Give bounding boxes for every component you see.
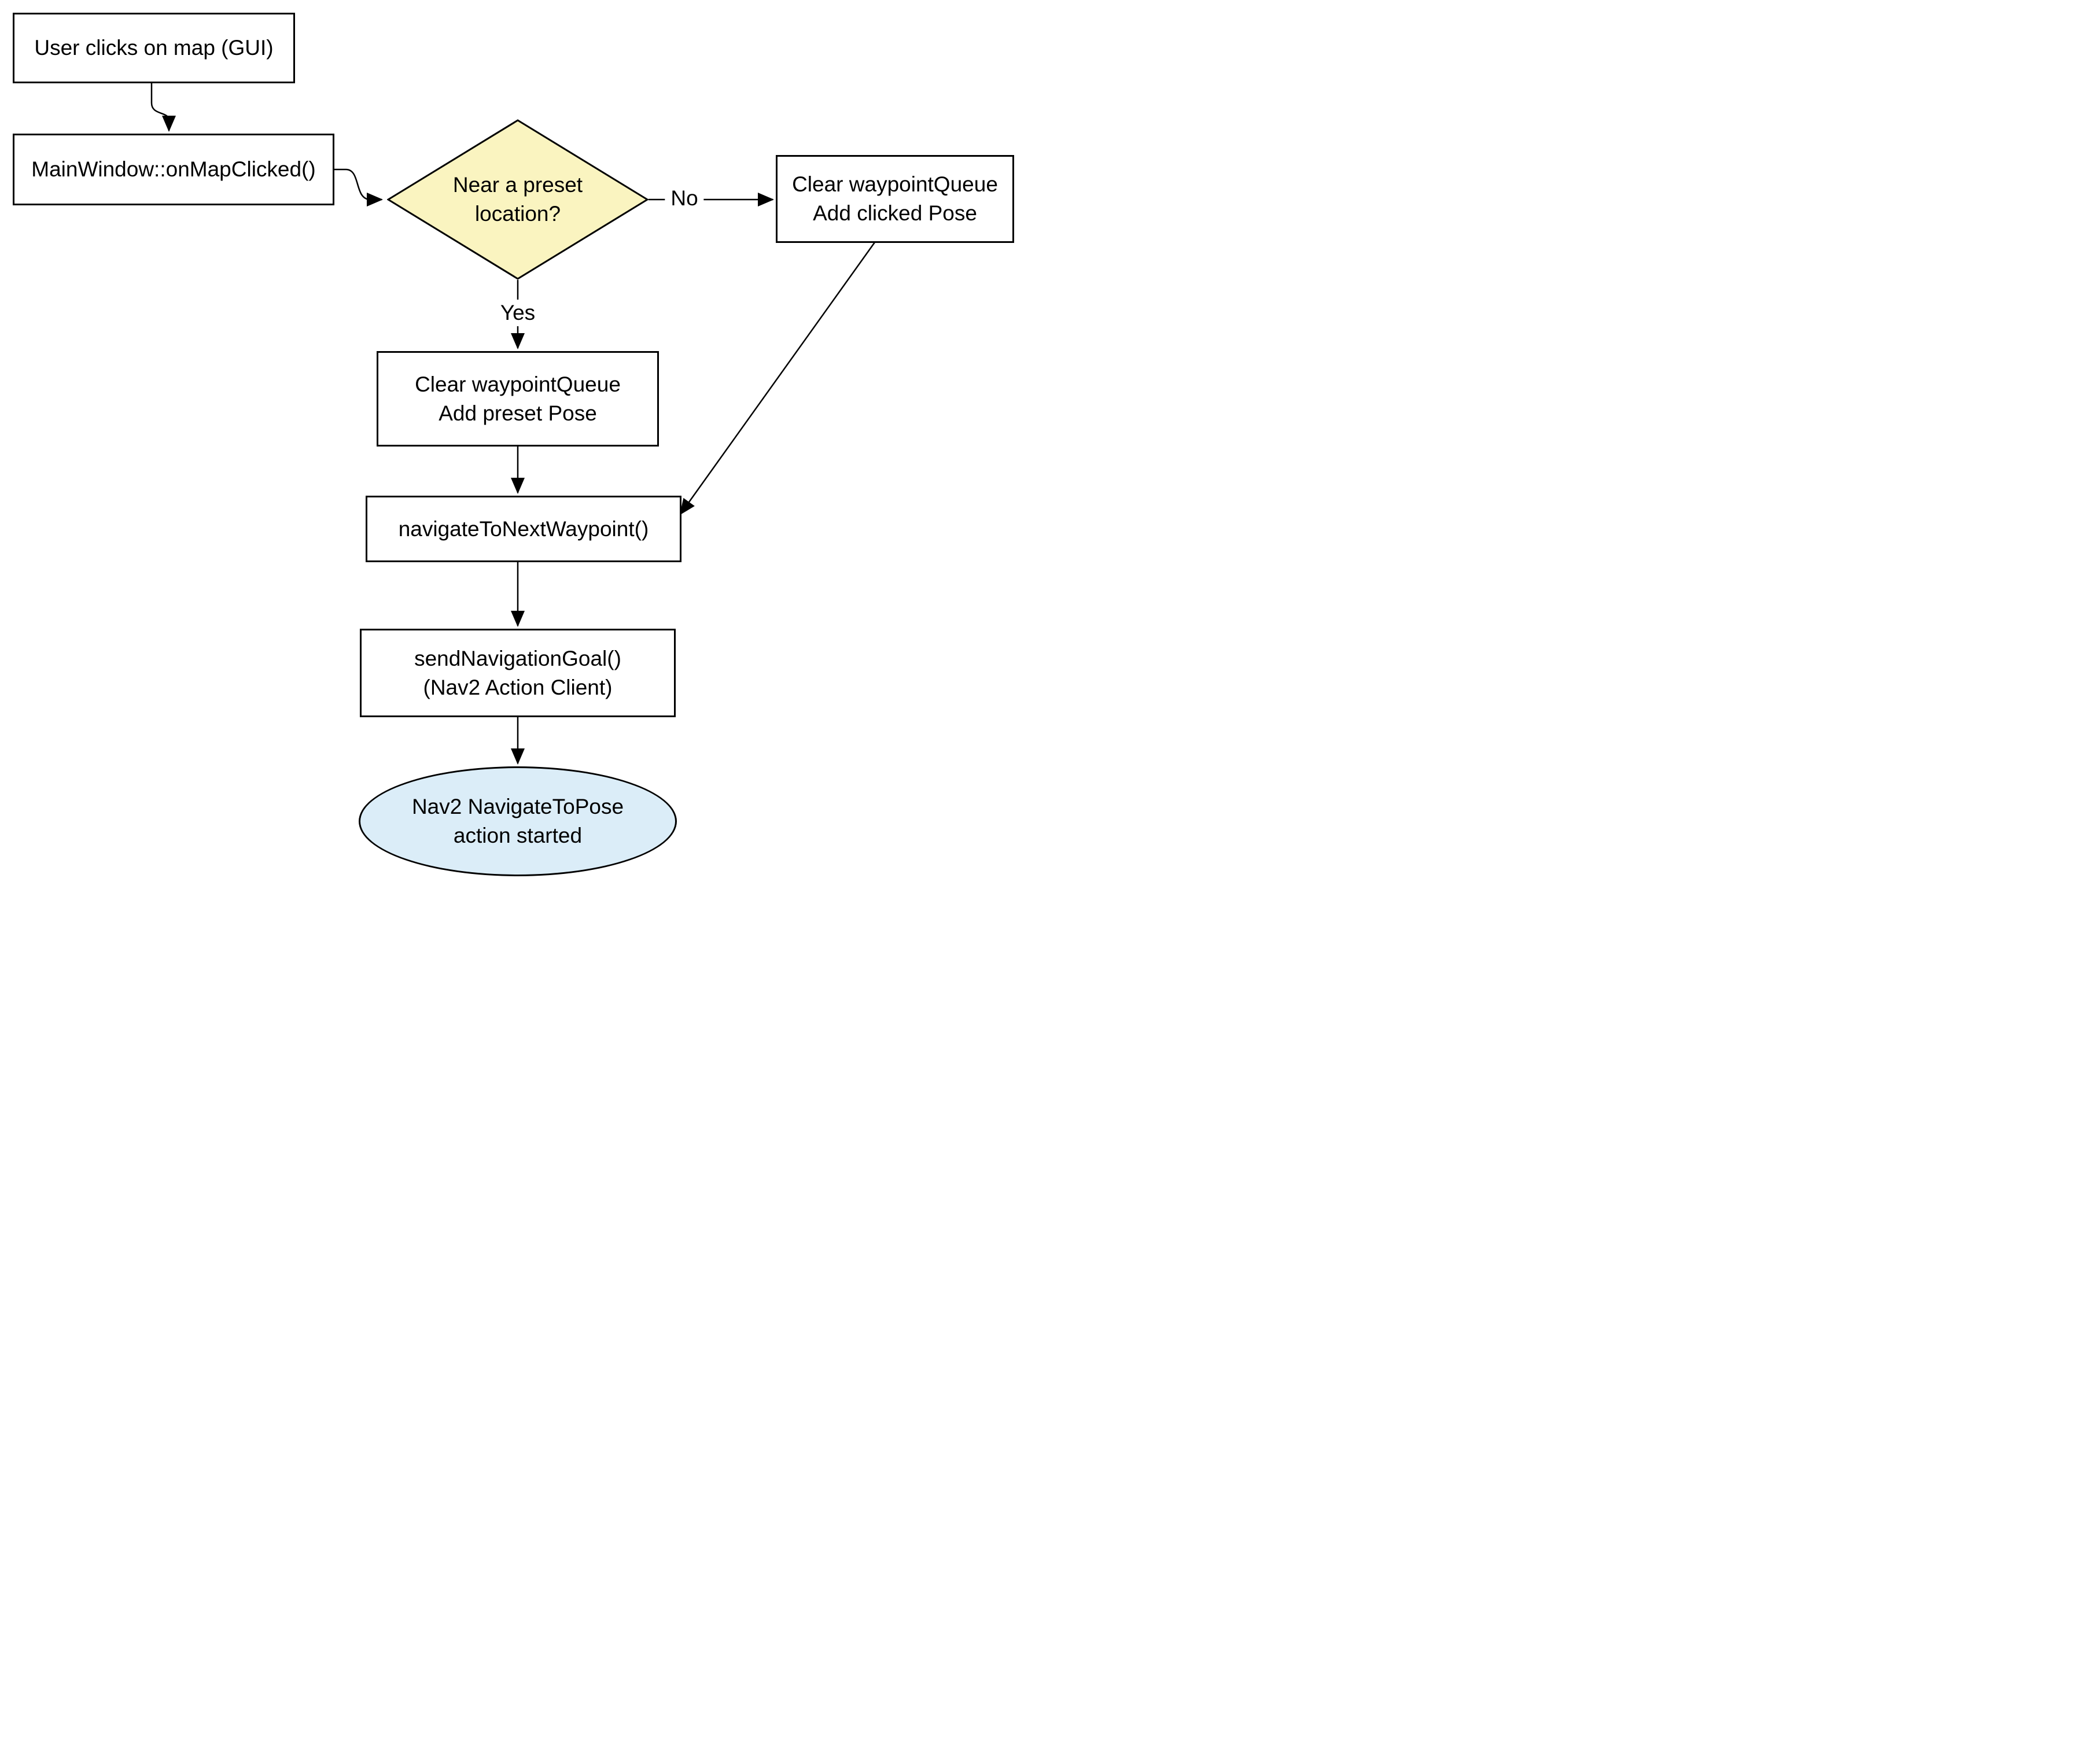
edge-label-yes: Yes [494,300,541,326]
node-clear-queue-add-preset: Clear waypointQueue Add preset Pose [377,351,659,447]
node-mainwindow-onmapclicked: MainWindow::onMapClicked() [13,134,334,205]
node-navigate-to-next-waypoint: navigateToNextWaypoint() [366,496,681,562]
node-navigate-to-next-waypoint-label: navigateToNextWaypoint() [398,517,649,541]
node-near-preset-decision: Near a preset location? [387,119,649,280]
edge-label-no: No [665,185,704,212]
node-mainwindow-onmapclicked-label: MainWindow::onMapClicked() [31,157,316,182]
node-send-navigation-goal: sendNavigationGoal() (Nav2 Action Client… [360,629,676,717]
node-user-clicks-map: User clicks on map (GUI) [13,13,295,83]
node-near-preset-decision-label: Near a preset location? [452,173,583,226]
edge-onmapclicked-to-decision [334,168,383,206]
flowchart-canvas: User clicks on map (GUI) MainWindow::onM… [0,0,1050,878]
edge-clicked-to-navigate [679,242,876,515]
node-user-clicks-map-label: User clicks on map (GUI) [34,36,274,60]
decision-diamond-shape [387,119,649,280]
edge-userclicks-to-onmapclicked [150,83,176,132]
node-clear-queue-add-clicked: Clear waypointQueue Add clicked Pose [776,155,1014,243]
node-nav2-action-started: Nav2 NavigateToPose action started [359,766,677,876]
